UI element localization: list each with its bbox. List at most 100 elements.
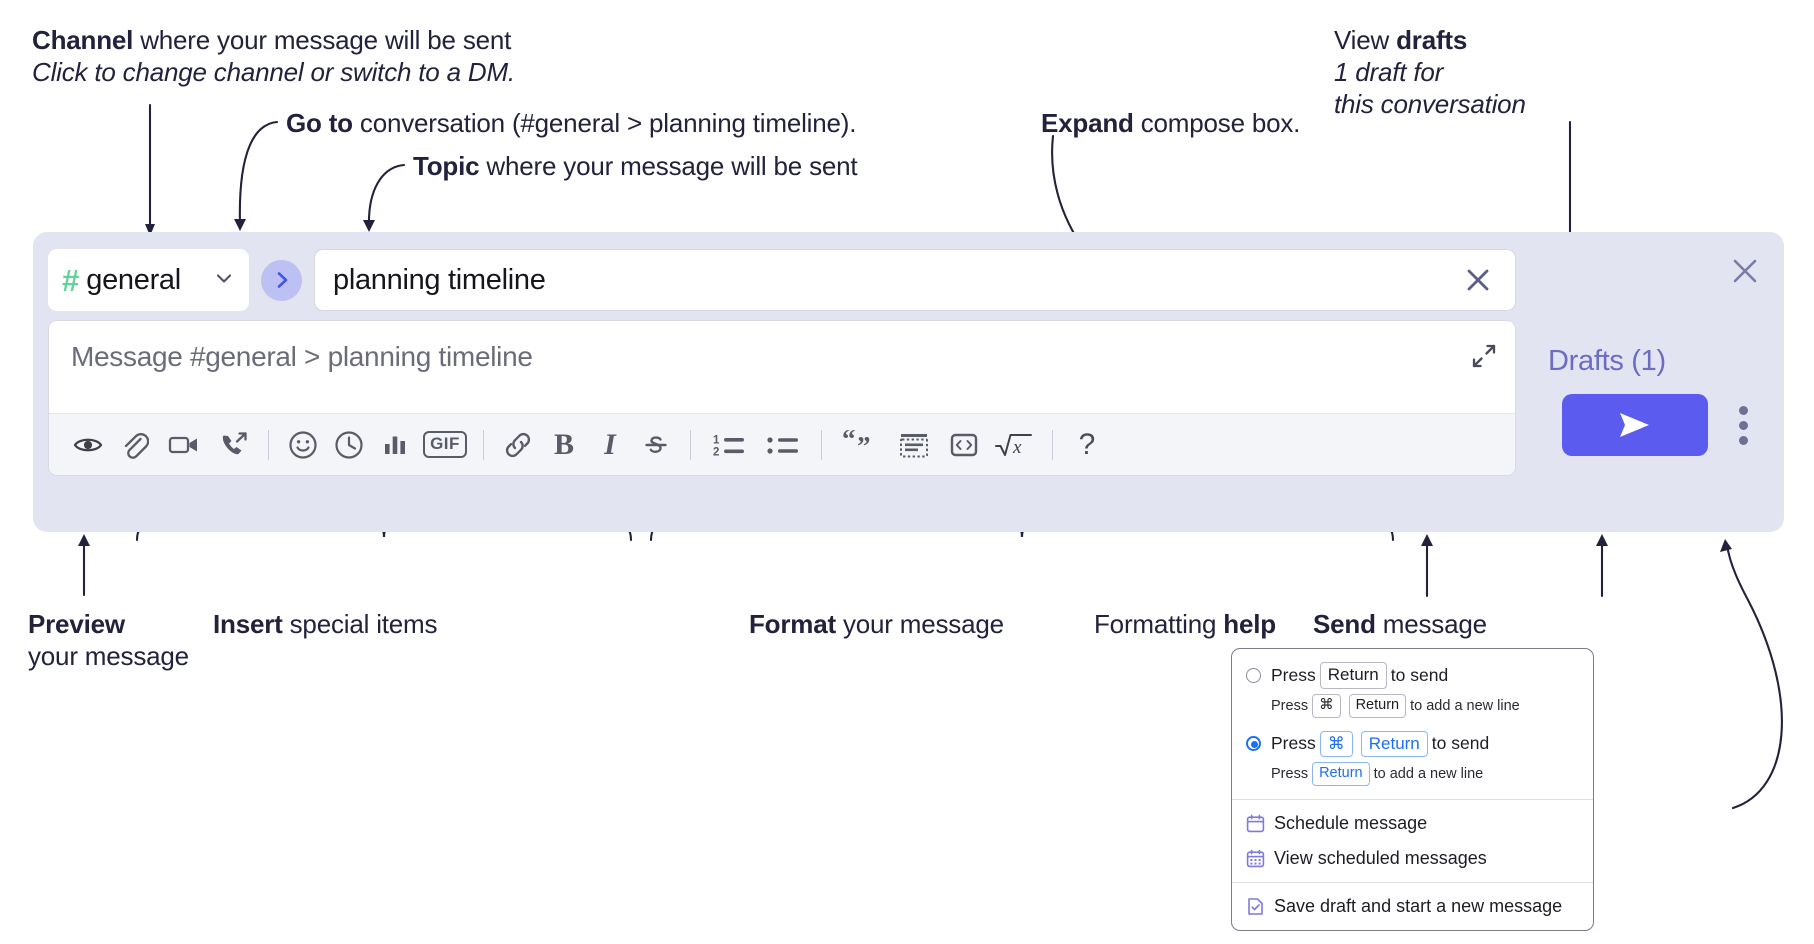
compose-options-menu: Press Return to send Press ⌘ Return to a… bbox=[1231, 648, 1594, 931]
annotation-channel-italic: Click to change channel or switch to a D… bbox=[32, 57, 515, 88]
svg-text:1: 1 bbox=[713, 434, 720, 446]
clock-icon[interactable] bbox=[326, 422, 372, 468]
send-shortcut-options: Press Return to send Press ⌘ Return to a… bbox=[1232, 649, 1593, 799]
preview-icon[interactable] bbox=[65, 422, 111, 468]
annotation-help: Formatting help bbox=[1094, 608, 1276, 640]
separator-2 bbox=[483, 429, 484, 460]
italic-label: I bbox=[604, 427, 616, 461]
svg-text:“: “ bbox=[842, 430, 856, 454]
message-input[interactable]: Message #general > planning timeline bbox=[49, 321, 1515, 413]
annotation-send-rest: message bbox=[1375, 609, 1487, 639]
option1-pre: Press bbox=[1271, 664, 1316, 685]
code-block-icon[interactable] bbox=[887, 422, 941, 468]
radio-unselected-icon[interactable] bbox=[1246, 667, 1261, 683]
annotation-format-bold: Format bbox=[749, 609, 836, 639]
annotation-preview-bold: Preview bbox=[28, 609, 125, 639]
compose-header-row: # general planning timeline bbox=[48, 249, 1516, 311]
annotation-help-bold: help bbox=[1223, 609, 1276, 639]
annotation-channel-rest: where your message will be sent bbox=[133, 25, 512, 55]
blockquote-icon[interactable]: “ ” bbox=[833, 422, 887, 468]
svg-text:x: x bbox=[1012, 437, 1022, 458]
attachment-icon[interactable] bbox=[111, 422, 157, 468]
video-icon[interactable] bbox=[157, 422, 211, 468]
option2-hint: Press Return to add a new line bbox=[1232, 760, 1593, 790]
svg-text:2: 2 bbox=[713, 446, 719, 458]
option2-sub-key: Return bbox=[1312, 762, 1370, 786]
annotation-channel-bold: Channel bbox=[32, 25, 134, 55]
annotation-insert: Insert special items bbox=[213, 608, 438, 640]
option1-key: Return bbox=[1319, 662, 1387, 689]
separator-3 bbox=[690, 429, 691, 460]
bold-icon[interactable]: B bbox=[541, 422, 587, 468]
separator-4 bbox=[821, 429, 822, 460]
poll-icon[interactable] bbox=[372, 422, 418, 468]
radio-selected-icon[interactable] bbox=[1246, 736, 1261, 752]
option2-key2: Return bbox=[1360, 730, 1428, 758]
option2-pre: Press bbox=[1271, 733, 1316, 754]
bulleted-list-icon[interactable] bbox=[756, 422, 810, 468]
formatting-toolbar: GIF B I bbox=[49, 413, 1515, 475]
kebab-dot bbox=[1738, 405, 1748, 415]
annotation-insert-bold: Insert bbox=[213, 609, 283, 639]
emoji-icon[interactable] bbox=[280, 422, 326, 468]
menu-divider-2 bbox=[1232, 882, 1593, 883]
option-return-to-send[interactable]: Press Return to send bbox=[1232, 659, 1593, 692]
option-cmd-return-to-send[interactable]: Press ⌘ Return to send bbox=[1232, 728, 1593, 761]
option1-sub-key1: ⌘ bbox=[1312, 693, 1341, 718]
annotation-send-bold: Send bbox=[1313, 609, 1376, 639]
option1-sub-pre: Press bbox=[1271, 697, 1309, 714]
annotation-drafts-prefix: View bbox=[1334, 25, 1397, 55]
annotation-drafts-italic-2: this conversation bbox=[1334, 89, 1526, 120]
separator-1 bbox=[268, 429, 269, 460]
channel-selector[interactable]: # general bbox=[48, 249, 249, 311]
clear-topic-icon[interactable] bbox=[1457, 259, 1499, 301]
draft-group: Save draft and start a new message bbox=[1232, 883, 1593, 930]
strikethrough-icon[interactable] bbox=[633, 422, 679, 468]
link-icon[interactable] bbox=[495, 422, 541, 468]
kebab-dot bbox=[1738, 420, 1748, 430]
option1-hint: Press ⌘ Return to add a new line bbox=[1232, 692, 1593, 722]
svg-text:”: ” bbox=[857, 431, 871, 460]
chevron-down-icon bbox=[213, 267, 235, 294]
annotation-channel: Channel where your message will be sent … bbox=[32, 24, 515, 88]
send-cluster bbox=[1562, 394, 1766, 456]
math-icon[interactable]: x bbox=[987, 422, 1041, 468]
annotation-insert-rest: special items bbox=[282, 609, 438, 639]
menu-item-view-scheduled-messages[interactable]: View scheduled messages bbox=[1232, 841, 1593, 876]
option2-post: to send bbox=[1431, 733, 1490, 754]
goto-conversation-button[interactable] bbox=[261, 259, 302, 301]
menu-item-save-draft[interactable]: Save draft and start a new message bbox=[1232, 889, 1593, 924]
annotation-goto: Go to conversation (#general > planning … bbox=[286, 107, 856, 139]
option1-sub-key2: Return bbox=[1348, 693, 1407, 718]
annotation-topic-rest: where your message will be sent bbox=[479, 151, 858, 181]
compose-inner: # general planning timeline bbox=[48, 249, 1516, 476]
annotation-goto-bold: Go to bbox=[286, 108, 353, 138]
compose-options-button[interactable] bbox=[1720, 394, 1766, 456]
expand-icon[interactable] bbox=[1469, 341, 1499, 376]
annotation-format: Format your message bbox=[749, 608, 1004, 640]
close-icon[interactable] bbox=[1728, 254, 1762, 293]
annotation-help-prefix: Formatting bbox=[1094, 609, 1224, 639]
annotation-format-rest: your message bbox=[835, 609, 1004, 639]
drafts-link[interactable]: Drafts (1) bbox=[1548, 345, 1666, 377]
italic-icon[interactable]: I bbox=[587, 422, 633, 468]
help-icon[interactable]: ? bbox=[1064, 422, 1110, 468]
gif-icon[interactable]: GIF bbox=[418, 422, 472, 468]
call-icon[interactable] bbox=[211, 422, 257, 468]
bold-label: B bbox=[553, 427, 574, 461]
menu-item-schedule-message[interactable]: Schedule message bbox=[1232, 806, 1593, 841]
menu-item-label: Save draft and start a new message bbox=[1274, 896, 1563, 916]
separator-5 bbox=[1052, 429, 1053, 460]
save-draft-icon bbox=[1246, 897, 1265, 916]
annotation-preview-line2: your message bbox=[28, 641, 189, 672]
menu-item-label: View scheduled messages bbox=[1274, 848, 1487, 868]
annotation-topic: Topic where your message will be sent bbox=[413, 150, 858, 182]
inline-code-icon[interactable] bbox=[941, 422, 987, 468]
send-button[interactable] bbox=[1562, 394, 1708, 456]
topic-value: planning timeline bbox=[333, 263, 546, 296]
topic-input[interactable]: planning timeline bbox=[314, 249, 1516, 311]
ordered-list-icon[interactable]: 1 2 bbox=[702, 422, 756, 468]
calendar-grid-icon bbox=[1246, 849, 1265, 868]
option2-key1: ⌘ bbox=[1319, 730, 1353, 758]
